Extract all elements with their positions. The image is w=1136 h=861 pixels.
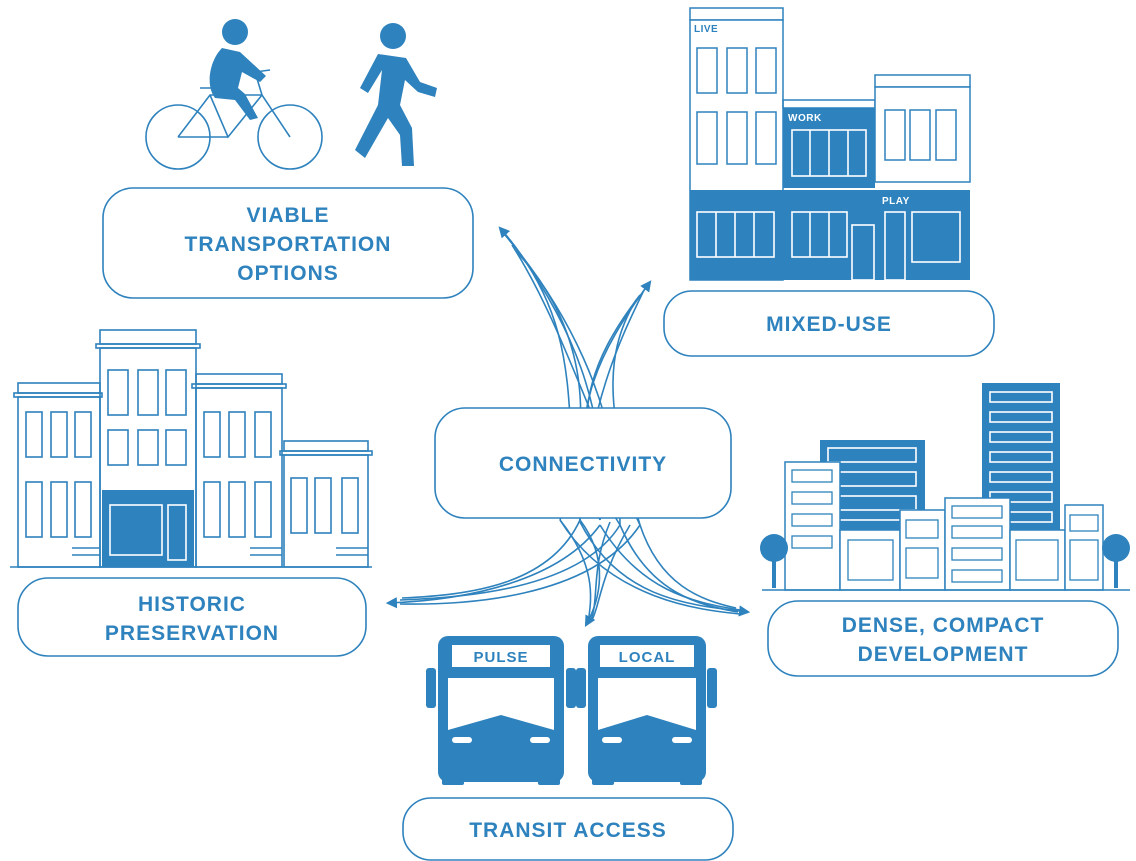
mixed-use-label: MIXED-USE	[766, 313, 892, 336]
connector-to-historic	[385, 519, 641, 609]
mixed-use-node: MIXED-USE	[663, 290, 995, 357]
historic-node: HISTORIC PRESERVATION	[17, 577, 367, 657]
dense-label-line-1: DENSE, COMPACT	[842, 614, 1045, 637]
transportation-node: VIABLE TRANSPORTATION OPTIONS	[102, 187, 474, 299]
mixed-use-building-icon: LIVE WORK PLAY	[689, 7, 971, 281]
transportation-label-line-1: VIABLE	[246, 204, 329, 227]
connector-to-dense	[559, 519, 751, 617]
historic-label-line-2: PRESERVATION	[105, 622, 279, 645]
transportation-label-line-2: TRANSPORTATION	[185, 233, 392, 256]
dense-node: DENSE, COMPACT DEVELOPMENT	[767, 600, 1119, 677]
bicycle-and-pedestrian-icon	[145, 19, 437, 170]
bus-icon: PULSE LOCAL	[426, 636, 717, 785]
transportation-label-line-3: OPTIONS	[237, 262, 339, 285]
city-skyline-icon	[760, 383, 1130, 591]
local-label: LOCAL	[619, 649, 676, 666]
work-label: WORK	[788, 113, 822, 124]
transit-label: TRANSIT ACCESS	[469, 819, 667, 842]
play-label: PLAY	[882, 196, 910, 207]
connectivity-label: CONNECTIVITY	[499, 453, 667, 476]
live-label: LIVE	[694, 24, 718, 35]
historic-rowhouses-icon	[10, 329, 373, 568]
connectivity-node: CONNECTIVITY	[434, 407, 732, 519]
historic-label-line-1: HISTORIC	[138, 593, 246, 616]
transit-node: TRANSIT ACCESS	[402, 797, 734, 861]
dense-label-line-2: DEVELOPMENT	[858, 643, 1029, 666]
pulse-label: PULSE	[473, 649, 528, 666]
